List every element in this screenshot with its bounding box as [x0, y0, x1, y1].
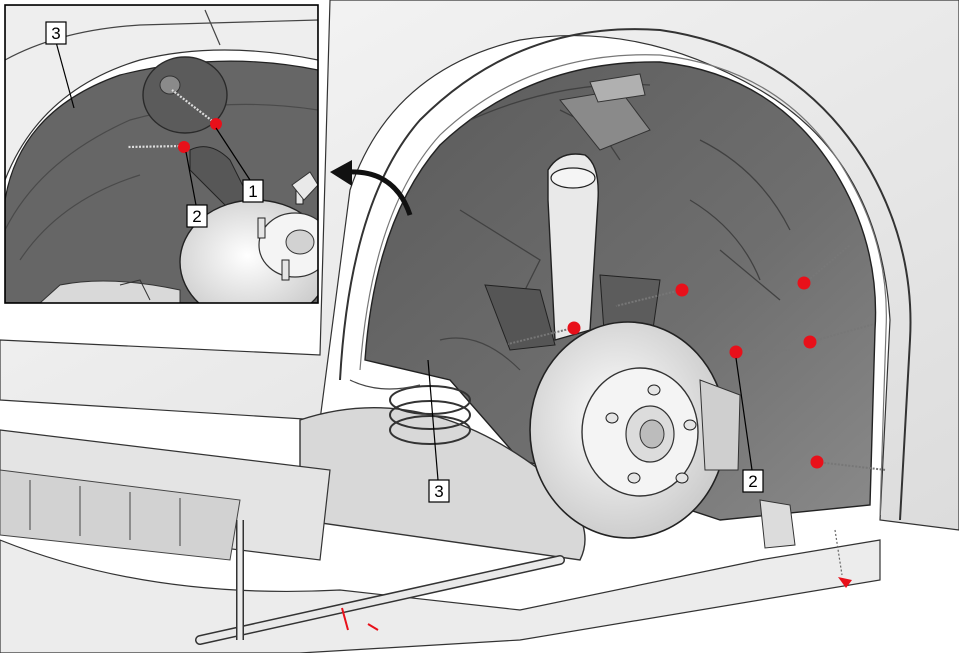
inset-detail-view: 3 1 2 [4, 4, 319, 304]
svg-text:3: 3 [51, 24, 60, 43]
liner-fasteners [507, 244, 887, 471]
fastener-icon [797, 244, 851, 290]
callout-inset-liner: 3 [45, 21, 67, 45]
fastener-icon [810, 455, 887, 471]
fastener-icon [171, 89, 222, 130]
svg-text:3: 3 [434, 482, 443, 501]
fastener-icon [507, 321, 581, 345]
svg-text:2: 2 [192, 207, 201, 226]
fender-lip [339, 28, 912, 521]
svg-text:2: 2 [748, 472, 757, 491]
fastener-icon [729, 345, 791, 359]
callout-main-liner: 3 [428, 479, 450, 503]
brake-rotor [529, 321, 727, 539]
quarter-panel [0, 0, 959, 531]
strut [547, 153, 599, 341]
curved-arrow-icon [330, 160, 413, 216]
fastener-icon [127, 141, 190, 153]
fastener-icon [615, 283, 689, 307]
callout-main-fastener: 2 [742, 469, 764, 493]
fastener-icon [803, 323, 875, 349]
callout-inset-fastener-upper: 1 [242, 179, 264, 203]
callout-inset-fastener-lower: 2 [186, 204, 208, 228]
svg-text:1: 1 [248, 182, 257, 201]
